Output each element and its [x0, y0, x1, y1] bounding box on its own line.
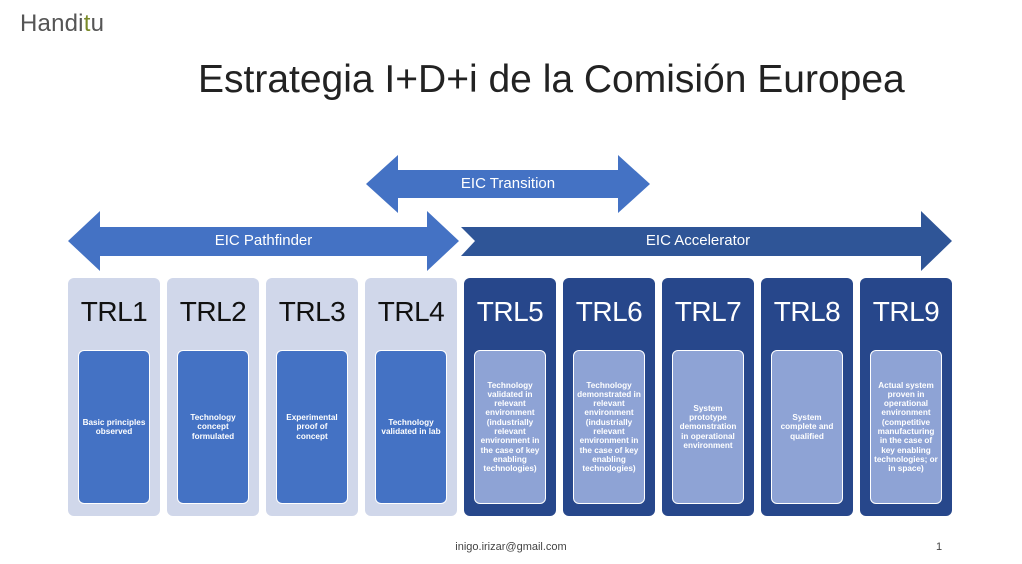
pathfinder-arrow-label: EIC Pathfinder — [214, 232, 313, 249]
trl-card-4: TRL4 Technology validated in lab — [365, 278, 457, 516]
trl-card-7: TRL7 System prototype demonstration in o… — [662, 278, 754, 516]
trl-label: TRL4 — [377, 296, 445, 327]
trl-label: TRL6 — [575, 296, 643, 327]
trl-description: Actual system proven in operational envi… — [870, 350, 942, 504]
trl-description: System complete and qualified — [771, 350, 843, 504]
transition-arrow-label: EIC Transition — [460, 175, 556, 192]
accelerator-arrow-label: EIC Accelerator — [645, 232, 751, 249]
trl-description: Basic principles observed — [78, 350, 150, 504]
pathfinder-arrow — [68, 211, 459, 271]
trl-label: TRL2 — [179, 296, 247, 327]
trl-card-1: TRL1 Basic principles observed — [68, 278, 160, 516]
handitu-logo: Handitu — [20, 10, 104, 38]
trl-description: Technology concept formulated — [177, 350, 249, 504]
trl-description: Experimental proof of concept — [276, 350, 348, 504]
trl-label: TRL8 — [773, 296, 841, 327]
trl-card-2: TRL2 Technology concept formulated — [167, 278, 259, 516]
arrows-diagram — [68, 155, 952, 271]
trl-label: TRL3 — [278, 296, 346, 327]
footer-email: inigo.irizar@gmail.com — [455, 541, 567, 553]
trl-label: TRL1 — [80, 296, 148, 327]
slide-title: Estrategia I+D+i de la Comisión Europea — [198, 58, 905, 101]
trl-label: TRL7 — [674, 296, 742, 327]
trl-card-5: TRL5 Technology validated in relevant en… — [464, 278, 556, 516]
transition-arrow — [366, 155, 650, 213]
trl-card-3: TRL3 Experimental proof of concept — [266, 278, 358, 516]
trl-description: Technology validated in lab — [375, 350, 447, 504]
trl-description: Technology demonstrated in relevant envi… — [573, 350, 645, 504]
logo-accent: t — [83, 10, 91, 37]
trl-card-6: TRL6 Technology demonstrated in relevant… — [563, 278, 655, 516]
page-number: 1 — [936, 541, 943, 553]
trl-label: TRL9 — [872, 296, 940, 327]
trl-card-8: TRL8 System complete and qualified — [761, 278, 853, 516]
trl-label: TRL5 — [476, 296, 544, 327]
trl-description: System prototype demonstration in operat… — [672, 350, 744, 504]
trl-description: Technology validated in relevant environ… — [474, 350, 546, 504]
logo-prefix: Handi — [20, 10, 84, 37]
accelerator-arrow — [461, 211, 952, 271]
trl-card-9: TRL9 Actual system proven in operational… — [860, 278, 952, 516]
trl-cards: TRL1 Basic principles observed TRL2 Tech… — [68, 278, 952, 516]
logo-suffix: u — [90, 10, 105, 37]
